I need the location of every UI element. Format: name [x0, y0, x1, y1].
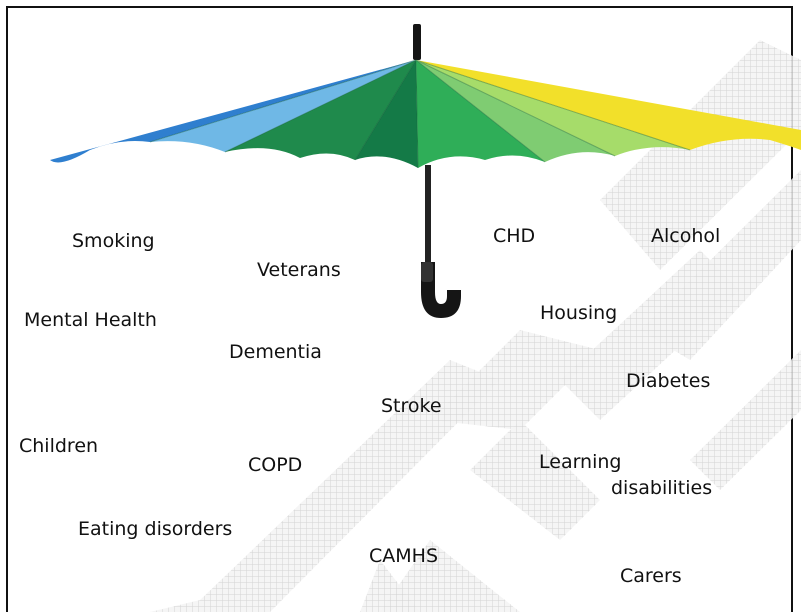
slide-frame [6, 6, 793, 612]
topic-eating-disorders: Eating disorders [78, 518, 233, 540]
umbrella-icon [50, 24, 801, 318]
topic-learning-disabilities-line2: disabilities [611, 477, 713, 499]
topic-veterans: Veterans [257, 259, 341, 281]
topic-dementia: Dementia [229, 341, 322, 363]
topic-chd: CHD [493, 225, 536, 247]
topic-children: Children [19, 435, 99, 457]
topic-copd: COPD [248, 454, 303, 476]
topic-smoking: Smoking [72, 230, 155, 252]
topic-carers: Carers [620, 565, 682, 587]
topic-camhs: CAMHS [369, 545, 439, 567]
topic-mental-health: Mental Health [24, 309, 157, 331]
topic-alcohol: Alcohol [651, 225, 721, 247]
topic-stroke: Stroke [381, 395, 442, 417]
topic-diabetes: Diabetes [626, 370, 711, 392]
topic-learning-disabilities-line1: Learning [539, 451, 622, 473]
topic-housing: Housing [540, 302, 618, 324]
